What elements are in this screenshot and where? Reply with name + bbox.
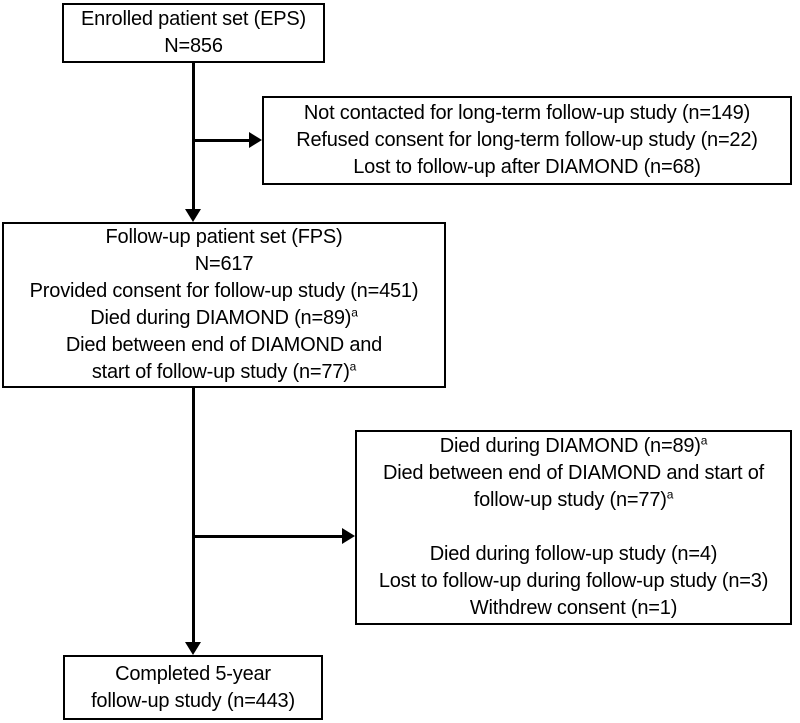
box-text-line: Completed 5-year: [115, 662, 271, 685]
connector-branch-excluded-1: [192, 139, 249, 142]
box-text-line: Lost to follow-up after DIAMOND (n=68): [353, 156, 701, 178]
footnote-marker: a: [351, 305, 358, 320]
arrowhead-down-to-completed: [185, 642, 201, 655]
footnote-marker: a: [349, 359, 357, 374]
box-text-line: Provided consent for follow-up study (n=…: [29, 280, 419, 302]
connector-fps-to-completed: [192, 388, 195, 642]
box-text-line: N=856: [164, 35, 223, 57]
box-text-line: Died between end of DIAMOND and start of: [382, 462, 765, 484]
connector-branch-excluded-2: [192, 535, 342, 538]
box-text-line: Died between end of DIAMOND and: [65, 334, 383, 356]
box-enrolled-patient-set: Enrolled patient set (EPS) N=856: [62, 3, 325, 63]
footnote-marker: a: [666, 487, 674, 502]
connector-eps-to-fps: [192, 63, 195, 209]
arrowhead-down-to-fps: [185, 209, 201, 222]
box-text-line: start of follow-up study (n=77)a: [91, 359, 357, 383]
box-text-line: Died during follow-up study (n=4): [429, 543, 718, 565]
footnote-marker: a: [700, 433, 708, 448]
box-text-line: Withdrew consent (n=1): [469, 597, 678, 619]
box-text-line: Refused consent for long-term follow-up …: [296, 129, 758, 151]
box-text-line: N=617: [194, 253, 254, 275]
box-text-line: Lost to follow-up during follow-up study…: [378, 570, 769, 592]
box-text-line: follow-up study (n=77)a: [473, 487, 674, 511]
arrowhead-right-to-excluded-1: [249, 132, 262, 148]
box-completed-followup: Completed 5-year follow-up study (n=443): [63, 655, 323, 720]
box-text-line: Follow-up patient set (FPS): [105, 226, 343, 248]
box-text-line: Not contacted for long-term follow-up st…: [303, 102, 751, 124]
box-text-line: Died during DIAMOND (n=89)a: [439, 433, 708, 457]
box-text-line: Died during DIAMOND (n=89)a: [90, 305, 358, 329]
box-excluded-before-followup: Not contacted for long-term follow-up st…: [262, 96, 792, 185]
box-text-line: Enrolled patient set (EPS): [81, 8, 306, 30]
arrowhead-right-to-excluded-2: [342, 528, 355, 544]
box-text-line: follow-up study (n=443): [91, 689, 295, 712]
